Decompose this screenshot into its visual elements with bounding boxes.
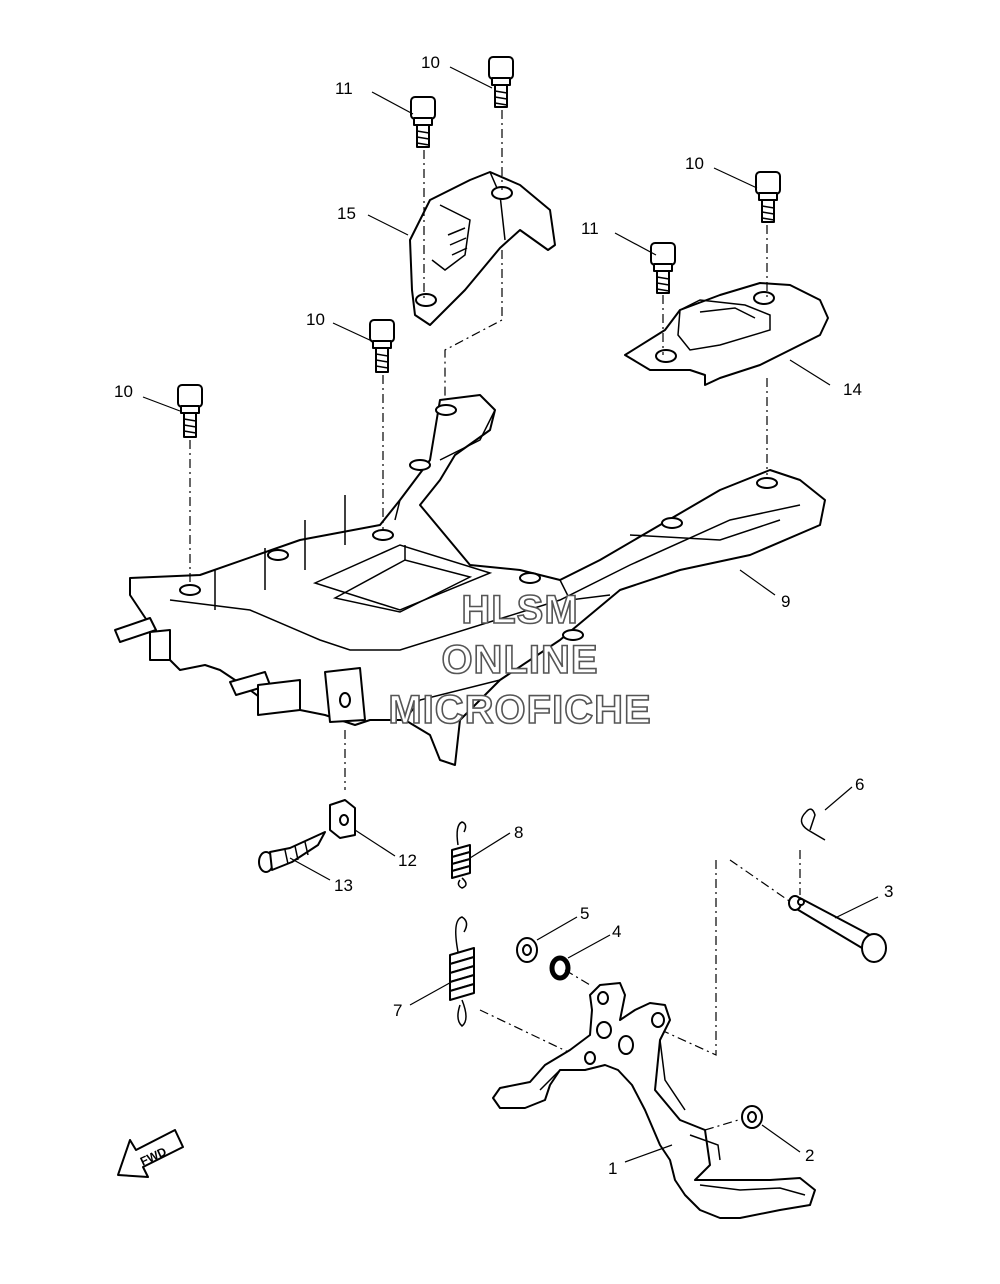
assembly-line xyxy=(704,1117,746,1131)
callout-13: 13 xyxy=(334,876,353,895)
bolt-10-top xyxy=(488,56,514,108)
main-stand-1 xyxy=(492,982,816,1219)
assembly-line xyxy=(649,860,717,1056)
frame-bracket-9 xyxy=(114,394,826,766)
cover-14 xyxy=(624,282,829,386)
callout-1: 1 xyxy=(608,1159,618,1178)
bolt-11-left xyxy=(410,96,436,148)
callout-11: 11 xyxy=(335,79,353,98)
screw-13 xyxy=(258,831,326,873)
washer-5 xyxy=(516,937,538,963)
callout-15: 15 xyxy=(337,204,356,223)
callout-11: 11 xyxy=(581,219,599,238)
callout-10: 10 xyxy=(685,154,704,173)
callout-14: 14 xyxy=(843,380,862,399)
spring-7 xyxy=(449,916,475,1027)
bolt-10-mid xyxy=(369,319,395,373)
shaft-3 xyxy=(788,895,887,963)
callout-3: 3 xyxy=(884,882,894,901)
callout-9: 9 xyxy=(781,592,791,611)
callout-leaders xyxy=(142,66,879,1163)
o-ring-4 xyxy=(549,955,571,981)
washer-2 xyxy=(741,1105,763,1129)
cover-15 xyxy=(409,171,556,326)
callout-5: 5 xyxy=(580,904,590,923)
watermark-line-1: HLSM xyxy=(461,588,579,632)
assembly-line xyxy=(444,250,503,400)
spring-8 xyxy=(451,821,471,889)
callout-10: 10 xyxy=(306,310,325,329)
callout-6: 6 xyxy=(855,775,865,794)
callout-8: 8 xyxy=(514,823,524,842)
pin-6 xyxy=(800,808,826,841)
callout-7: 7 xyxy=(393,1001,403,1020)
bolt-10-left xyxy=(177,384,203,438)
bolt-10-right xyxy=(755,171,781,223)
callout-4: 4 xyxy=(612,922,622,941)
bolt-11-right xyxy=(650,242,676,294)
assembly-line xyxy=(729,859,796,906)
forward-direction-arrow: FWD xyxy=(117,1129,184,1178)
callout-10: 10 xyxy=(114,382,133,401)
callout-10: 10 xyxy=(421,53,440,72)
watermark-line-2: ONLINE xyxy=(441,638,599,682)
clip-12 xyxy=(329,799,356,839)
callout-2: 2 xyxy=(805,1146,815,1165)
callout-12: 12 xyxy=(398,851,417,870)
watermark-line-3: MICROFICHE xyxy=(388,688,652,732)
